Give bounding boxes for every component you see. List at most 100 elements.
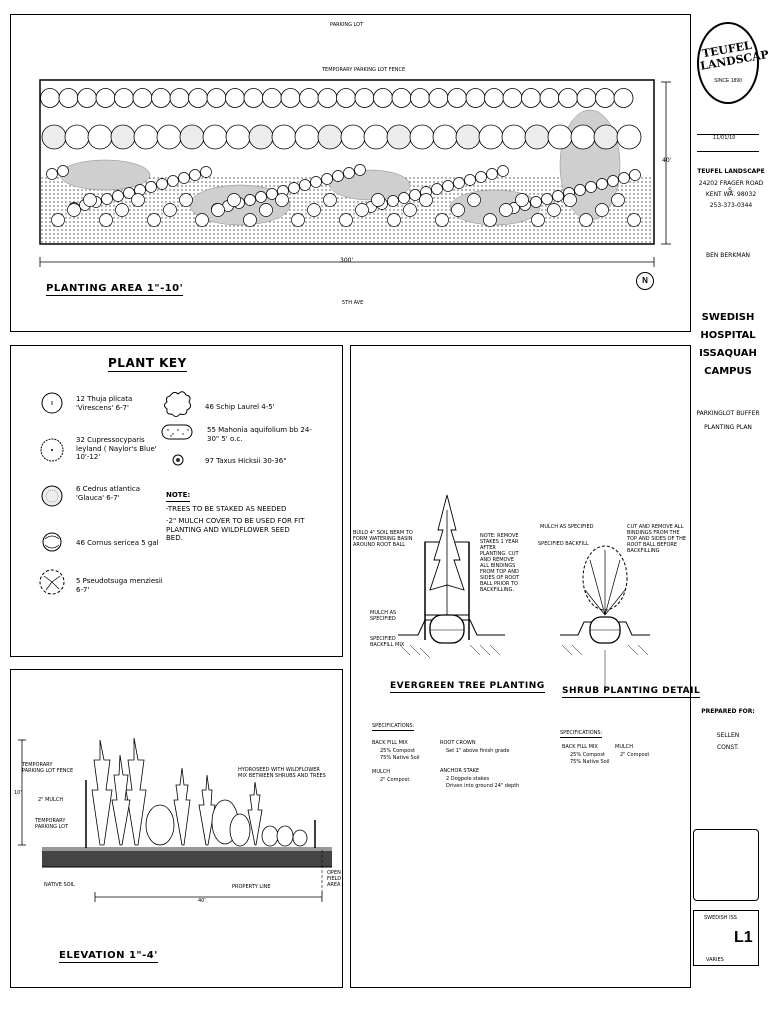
elev-label-mulch: 2" MULCH: [38, 797, 64, 803]
plan-shrub: [453, 177, 465, 189]
evergreen-title: EVERGREEN TREE PLANTING: [390, 681, 545, 693]
plan-shrub: [387, 195, 399, 207]
logo: TEUFEL LANDSCAPE SINCE 1890: [697, 22, 768, 104]
sh-spec-mulch-heading: MULCH: [615, 744, 634, 750]
plan-shrub: [275, 193, 289, 207]
ev-spec-mulch-heading: MULCH: [372, 769, 391, 775]
key-item-mahonia: 55 Mahonia aquifolium bb 24-30" 5' o.c.: [207, 426, 312, 443]
company-name: TEUFEL LANDSCAPE: [697, 168, 765, 175]
company-phone: 253-373-0344: [709, 202, 753, 209]
sheet-name: SWEDISH ISS: [704, 915, 737, 921]
fence-label: TEMPORARY PARKING LOT FENCE: [322, 67, 406, 73]
ev-spec-backfill-1: 25% Compost: [380, 748, 415, 754]
elev-label-lot: TEMPORARY PARKING LOT: [35, 818, 69, 830]
elev-label-fence: TEMPORARY PARKING LOT FENCE: [22, 762, 74, 774]
plan-shrub: [547, 203, 561, 217]
plan-shrub: [211, 203, 225, 217]
plan-shrub: [156, 178, 168, 190]
ev-label-notes: NOTE: REMOVE STAKES 1 YEAR AFTER PLANTIN…: [480, 533, 520, 593]
plan-shrub: [332, 170, 344, 182]
plan-shrub: [307, 203, 321, 217]
plan-shrub: [112, 190, 124, 202]
elev-dim-width: 40': [198, 898, 206, 904]
plan-shrub: [299, 179, 311, 191]
north-symbol: N: [642, 276, 648, 285]
plan-shrub: [200, 166, 212, 178]
key-item-cedrus: 6 Cedrus atlantica 'Glauca' 6-7': [76, 485, 141, 502]
client-line-2: CONST.: [716, 744, 740, 751]
plan-shrub: [227, 193, 241, 207]
elev-dim-height: 10': [14, 790, 22, 796]
key-item-pseudotsuga: 5 Pseudotsuga menziesii 6-7': [76, 577, 163, 594]
plan-shrub: [83, 193, 97, 207]
dim-horizontal: 300': [340, 257, 354, 264]
sheet-id-box: SWEDISH ISS L1 VARIES: [693, 910, 759, 966]
company-address-1: 24202 FRAGER ROAD S.: [698, 180, 764, 194]
plan-shrub: [46, 168, 58, 180]
plan-shrub: [403, 203, 417, 217]
sh-label-mulch: MULCH AS SPECIFIED: [540, 524, 594, 530]
note-line-2: -2" MULCH COVER TO BE USED FOR FIT PLANT…: [166, 517, 305, 542]
plan-shrub: [179, 193, 193, 207]
sheet-scale: VARIES: [706, 957, 724, 963]
plan-shrub: [266, 188, 278, 200]
plan-shrub: [574, 184, 586, 196]
plan-shrub: [145, 181, 157, 193]
elev-label-open: OPEN FIELD AREA: [327, 870, 342, 888]
sheet-number: L1: [734, 929, 753, 946]
plan-shrub: [442, 180, 454, 192]
note-heading: NOTE:: [166, 491, 191, 502]
plan-shrub: [531, 213, 545, 227]
subtitle-line-2: PLANTING PLAN: [704, 424, 752, 431]
plant-key-title: PLANT KEY: [108, 356, 187, 372]
elev-label-property: PROPERTY LINE: [232, 884, 271, 890]
plan-shrub: [147, 213, 161, 227]
key-item-thuja: 12 Thuja plicata 'Virescens' 6-7': [76, 395, 133, 412]
plan-shrub: [371, 193, 385, 207]
ev-spec-backfill-2: 75% Native Soil: [380, 755, 420, 761]
plan-shrub: [259, 203, 273, 217]
plan-shrub: [629, 169, 641, 181]
plan-shrub: [475, 171, 487, 183]
scalloped-shrub-icon: [164, 391, 192, 417]
plan-shrub: [596, 178, 608, 190]
plan-shrub: [310, 176, 322, 188]
planting-area-title: PLANTING AREA 1"-10': [46, 283, 184, 296]
logo-since: SINCE 1890: [714, 78, 742, 84]
plan-shrub: [530, 196, 542, 208]
plan-shrub: [409, 189, 421, 201]
plan-tree: [616, 124, 642, 150]
plan-shrub: [163, 203, 177, 217]
details-panel: [350, 345, 691, 988]
north-arrow: N: [636, 272, 654, 290]
key-item-cupressocyparis: 32 Cupressocyparis leyland ( Naylor's Bl…: [76, 436, 157, 461]
ev-spec-mulch-1: 2" Compost: [380, 777, 410, 783]
plan-shrub: [497, 165, 509, 177]
plan-shrub: [419, 193, 433, 207]
textured-circle-icon: [41, 485, 63, 507]
key-item-taxus: 97 Taxus Hicksii 30-36": [205, 457, 287, 465]
shrub-title: SHRUB PLANTING DETAIL: [562, 686, 701, 698]
plan-shrub: [398, 192, 410, 204]
project-line-3: ISSAQUAH: [699, 348, 757, 359]
project-line-1: SWEDISH: [701, 312, 755, 323]
plan-shrub: [627, 213, 641, 227]
plan-shrub: [167, 175, 179, 187]
elevation-drawing: [18, 737, 332, 902]
plan-shrub: [611, 193, 625, 207]
date-value: 11/01/10: [713, 135, 736, 141]
plan-shrub: [243, 213, 257, 227]
plant-key-symbols: [39, 391, 193, 595]
plan-shrub: [101, 193, 113, 205]
plan-shrub: [355, 203, 369, 217]
ev-spec-anchor-2: Driven into ground 24" depth: [446, 783, 520, 789]
plan-shrub: [123, 187, 135, 199]
designer-name: BEN BERKMAN: [705, 252, 751, 259]
ev-spec-heading: SPECIFICATIONS:: [372, 723, 415, 731]
parking-lot-label: PARKING LOT: [330, 22, 364, 28]
plan-shrub: [387, 213, 401, 227]
plan-shrub: [51, 213, 65, 227]
ev-label-mulch: MULCH AS SPECIFIED: [370, 610, 397, 622]
ev-spec-anchor-heading: ANCHOR STAKE: [440, 768, 480, 774]
elev-label-hydroseed: HYDROSEED WITH WILDFLOWER MIX BETWEEN SH…: [238, 767, 326, 779]
